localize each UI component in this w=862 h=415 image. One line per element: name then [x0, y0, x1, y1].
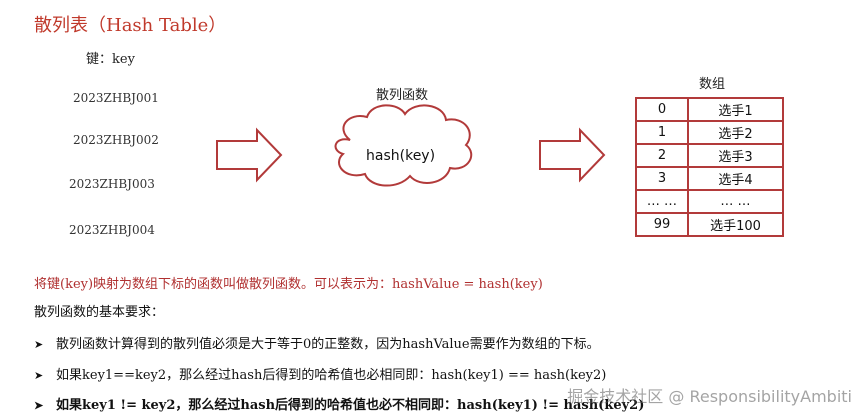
array-row: … … … …	[635, 189, 784, 214]
array-value: 选手4	[687, 166, 784, 191]
array-index: 3	[635, 166, 689, 191]
array-index: 1	[635, 120, 689, 145]
array-row: 99 选手100	[635, 212, 784, 237]
right-arrow-icon	[539, 127, 606, 183]
requirement-text: 如果key1 != key2，那么经过hash后得到的哈希值也必不相同即：has…	[56, 398, 645, 413]
array-row: 3 选手4	[635, 166, 784, 191]
bullet-arrow-icon: ➤	[34, 369, 44, 382]
bullet-arrow-icon: ➤	[34, 399, 44, 412]
hash-function-description: 将键(key)映射为数组下标的函数叫做散列函数。可以表示为：hashValue …	[34, 277, 543, 292]
array-value: 选手1	[687, 97, 784, 122]
watermark: 掘金技术社区 @ ResponsibilityAmbiti	[567, 387, 852, 406]
requirement-text: 散列函数计算得到的散列值必须是大于等于0的正整数，因为hashValue需要作为…	[56, 337, 600, 352]
array-value: 选手2	[687, 120, 784, 145]
key-item: 2023ZHBJ002	[73, 133, 159, 147]
requirement-item: ➤ 如果key1 != key2，那么经过hash后得到的哈希值也必不相同即：ha…	[34, 394, 644, 413]
function-label: 散列函数	[376, 88, 429, 103]
requirement-text: 如果key1==key2，那么经过hash后得到的哈希值也必相同即：hash(k…	[56, 368, 607, 383]
array-value: 选手3	[687, 143, 784, 168]
hash-function-text: hash(key)	[366, 148, 436, 164]
requirement-item: ➤ 如果key1==key2，那么经过hash后得到的哈希值也必相同即：hash(…	[34, 364, 606, 383]
key-item: 2023ZHBJ003	[69, 177, 155, 191]
array-row: 1 选手2	[635, 120, 784, 145]
key-item: 2023ZHBJ004	[69, 223, 155, 237]
array-value: 选手100	[687, 212, 784, 237]
array-row: 2 选手3	[635, 143, 784, 168]
bullet-arrow-icon: ➤	[34, 338, 44, 351]
key-item: 2023ZHBJ001	[73, 91, 159, 105]
right-arrow-icon	[216, 127, 283, 183]
array-index: … …	[635, 189, 689, 214]
requirement-item: ➤ 散列函数计算得到的散列值必须是大于等于0的正整数，因为hashValue需要作…	[34, 333, 600, 352]
array-index: 2	[635, 143, 689, 168]
array-value: … …	[687, 189, 784, 214]
array-index: 99	[635, 212, 689, 237]
array-row: 0 选手1	[635, 97, 784, 122]
requirements-title: 散列函数的基本要求：	[34, 305, 165, 320]
cloud-shape	[334, 104, 473, 187]
page-title: 散列表（Hash Table）	[34, 15, 227, 36]
array-index: 0	[635, 97, 689, 122]
array-table: 0 选手1 1 选手2 2 选手3 3 选手4 … … … … 99 选手100	[635, 97, 784, 237]
array-label: 数组	[699, 77, 726, 92]
key-label: 键：key	[86, 52, 135, 67]
